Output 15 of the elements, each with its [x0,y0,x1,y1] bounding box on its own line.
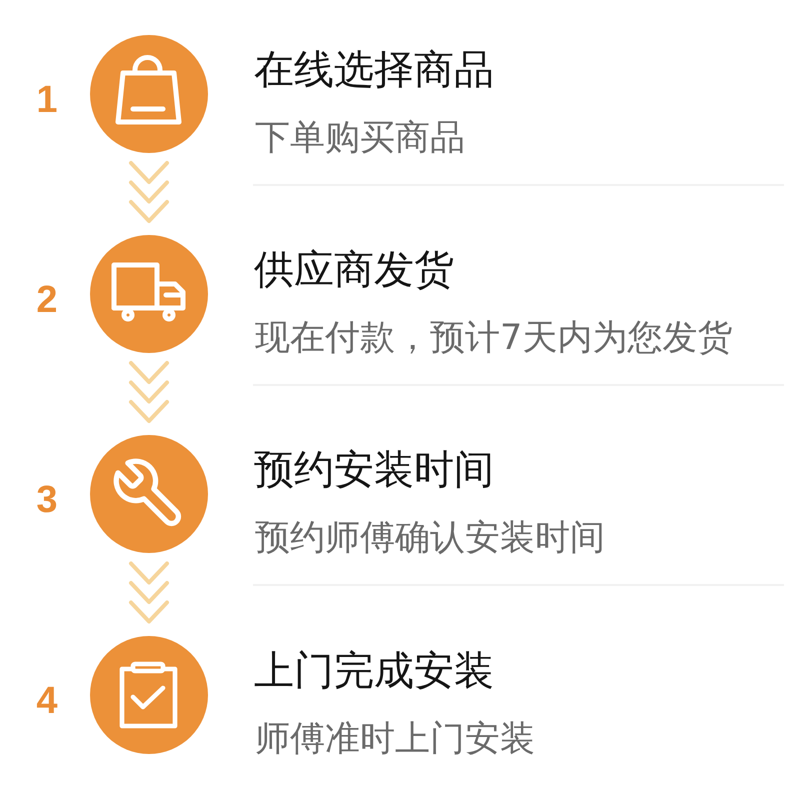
step-number: 2 [36,279,58,323]
step-title: 预约安装时间 [254,447,494,493]
step-title: 供应商发货 [254,247,454,293]
step-description: 下单购买商品 [255,118,465,158]
step-description: 预约师傅确认安装时间 [255,518,605,558]
step-description: 现在付款，预计7天内为您发货 [255,318,732,358]
chevron-arrow [129,361,169,423]
step-title: 在线选择商品 [254,47,494,93]
chevron-arrow [129,562,169,624]
step-number: 3 [36,479,58,523]
step-number: 1 [36,79,58,123]
step-number: 4 [36,680,58,724]
chevron-arrow [129,161,169,223]
step-title: 上门完成安装 [254,648,494,694]
step-description: 师傅准时上门安装 [255,718,535,760]
